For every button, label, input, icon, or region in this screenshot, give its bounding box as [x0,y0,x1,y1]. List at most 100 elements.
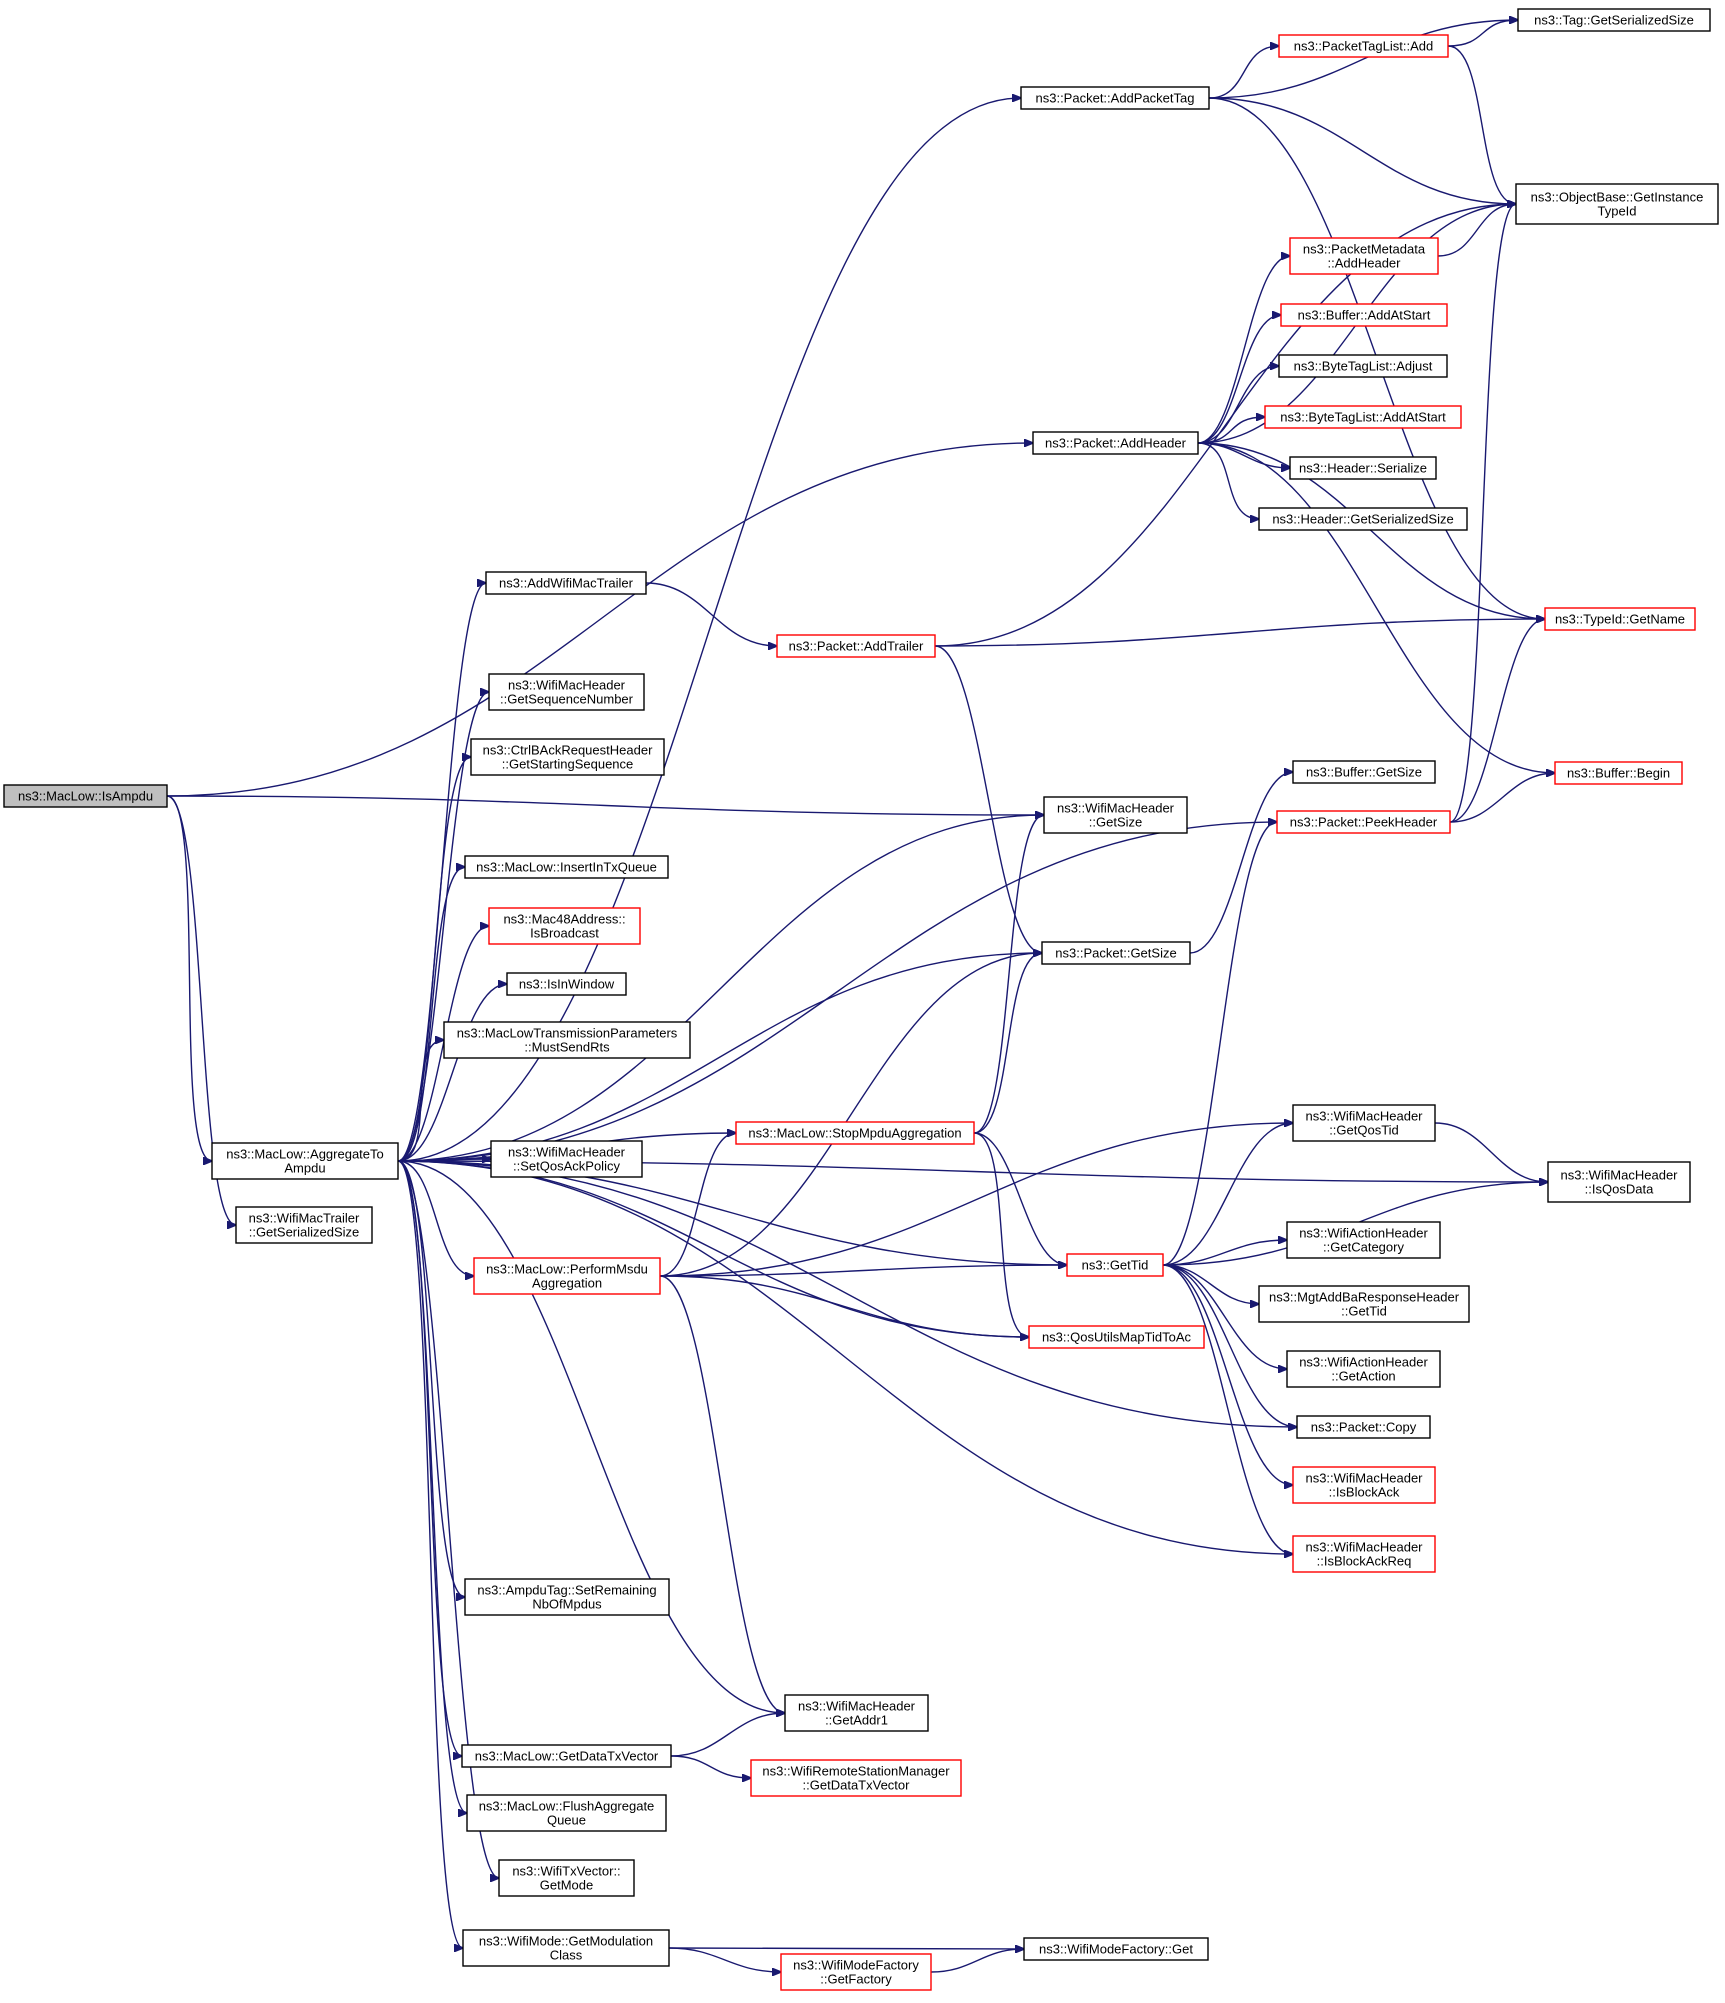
node-label: ns3::ObjectBase::GetInstance [1531,190,1704,205]
node-addpackettag[interactable]: ns3::Packet::AddPacketTag [1020,86,1210,110]
call-edge [397,1160,463,1948]
node-wmh-getseq[interactable]: ns3::WifiMacHeader::GetSequenceNumber [488,673,645,711]
node-addheader[interactable]: ns3::Packet::AddHeader [1032,431,1199,455]
node-wah-getaction[interactable]: ns3::WifiActionHeader::GetAction [1286,1350,1441,1388]
node-wmf-getfactory[interactable]: ns3::WifiModeFactory::GetFactory [780,1953,932,1991]
node-wrsm-getdatatx[interactable]: ns3::WifiRemoteStationManager::GetDataTx… [750,1759,962,1797]
node-box [1296,1415,1431,1439]
node-btl-adjust[interactable]: ns3::ByteTagList::Adjust [1278,354,1448,378]
node-pkt-copy[interactable]: ns3::Packet::Copy [1296,1415,1431,1439]
node-box [1286,1221,1441,1259]
call-edge [397,1160,499,1878]
node-wmh-getqostid[interactable]: ns3::WifiMacHeader::GetQosTid [1292,1104,1436,1142]
node-label: GetMode [540,1878,593,1893]
node-typeid-getname[interactable]: ns3::TypeId::GetName [1544,607,1696,631]
node-wmf-get[interactable]: ns3::WifiModeFactory::Get [1023,1937,1209,1961]
node-label: ns3::Mac48Address:: [503,912,625,927]
node-wmh-isqosdata[interactable]: ns3::WifiMacHeader::IsQosData [1547,1161,1691,1203]
node-box [490,1140,643,1178]
node-label: ns3::WifiMacHeader [798,1699,916,1714]
call-edge [659,1275,1029,1337]
call-edge [397,1160,465,1597]
node-label: ns3::WifiRemoteStationManager [762,1764,950,1779]
node-isinwindow[interactable]: ns3::IsInWindow [506,972,627,996]
call-edge [659,1133,736,1277]
call-edge [934,645,1042,953]
node-box [498,1859,635,1897]
node-add-wifi-trailer[interactable]: ns3::AddWifiMacTrailer [485,571,647,595]
node-wmh-isblockack[interactable]: ns3::WifiMacHeader::IsBlockAck [1292,1466,1436,1504]
node-getaddr1[interactable]: ns3::WifiMacHeader::GetAddr1 [784,1694,929,1732]
node-label: ::GetCategory [1323,1240,1404,1255]
call-edge [659,1123,1293,1277]
node-tag-gss[interactable]: ns3::Tag::GetSerializedSize [1517,8,1711,32]
node-buf-addatstart[interactable]: ns3::Buffer::AddAtStart [1280,303,1448,327]
node-pkt-getsize[interactable]: ns3::Packet::GetSize [1041,941,1191,965]
node-setqosack[interactable]: ns3::WifiMacHeader::SetQosAckPolicy [490,1140,643,1178]
call-edge [645,582,777,646]
node-addtrailer[interactable]: ns3::Packet::AddTrailer [776,634,936,658]
node-btl-addatstart[interactable]: ns3::ByteTagList::AddAtStart [1264,405,1462,429]
node-mustsendrts[interactable]: ns3::MacLowTransmissionParameters::MustS… [443,1021,691,1059]
call-edge [1437,204,1516,257]
node-txvec-getmode[interactable]: ns3::WifiTxVector::GetMode [498,1859,635,1897]
node-label: ns3::MacLow::StopMpduAggregation [748,1126,961,1141]
node-label: ns3::Buffer::GetSize [1306,765,1422,780]
node-hdr-serialize[interactable]: ns3::Header::Serialize [1289,456,1437,480]
call-edge [397,984,507,1162]
node-insertq[interactable]: ns3::MacLow::InsertInTxQueue [464,855,669,879]
node-ctrlback[interactable]: ns3::CtrlBAckRequestHeader::GetStartingS… [470,738,665,776]
node-box [1278,354,1448,378]
node-mgtaddba[interactable]: ns3::MgtAddBaResponseHeader::GetTid [1258,1285,1470,1323]
node-box [1028,1325,1205,1349]
node-pm-addheader[interactable]: ns3::PacketMetadata::AddHeader [1289,237,1439,275]
node-label: ns3::MacLow::GetDataTxVector [475,1749,659,1764]
node-label: ::GetDataTxVector [803,1778,911,1793]
node-box [1292,1466,1436,1504]
node-mac48[interactable]: ns3::Mac48Address::IsBroadcast [488,907,641,945]
node-box [235,1206,373,1244]
node-box [443,1021,691,1059]
node-buf-begin[interactable]: ns3::Buffer::Begin [1554,761,1683,785]
node-box [750,1759,962,1797]
node-wmh-isblockackreq[interactable]: ns3::WifiMacHeader::IsBlockAckReq [1292,1535,1436,1573]
node-hdr-gss[interactable]: ns3::Header::GetSerializedSize [1258,507,1468,531]
node-box [1020,86,1210,110]
node-getdatatx[interactable]: ns3::MacLow::GetDataTxVector [461,1744,672,1768]
node-box [1276,810,1451,834]
node-label: Class [550,1948,583,1963]
node-ptl-add[interactable]: ns3::PacketTagList::Add [1278,34,1449,58]
node-label: ::GetSize [1089,815,1142,830]
call-edge [1447,20,1518,47]
node-wmt-gss[interactable]: ns3::WifiMacTrailer::GetSerializedSize [235,1206,373,1244]
node-root[interactable]: ns3::MacLow::IsAmpdu [3,784,168,808]
node-gettid[interactable]: ns3::GetTid [1066,1253,1164,1277]
node-label: ns3::WifiMacHeader [1057,801,1175,816]
call-edge [1197,442,1259,519]
node-stopmpdu[interactable]: ns3::MacLow::StopMpduAggregation [735,1121,975,1145]
node-label: ns3::Tag::GetSerializedSize [1534,13,1694,28]
node-box [1292,1104,1436,1142]
node-box [1043,796,1188,834]
call-edge [1162,1264,1287,1369]
node-box [1066,1253,1164,1277]
call-edge [934,204,1516,647]
node-peekheader[interactable]: ns3::Packet::PeekHeader [1276,810,1451,834]
node-label: ns3::MacLow::InsertInTxQueue [476,860,657,875]
node-wah-getcat[interactable]: ns3::WifiActionHeader::GetCategory [1286,1221,1441,1259]
call-edge [166,795,236,1225]
node-box [1289,456,1437,480]
call-edge [1434,1122,1548,1182]
node-qosmap[interactable]: ns3::QosUtilsMapTidToAc [1028,1325,1205,1349]
node-label: ns3::Header::GetSerializedSize [1272,512,1453,527]
node-label: ns3::Packet::AddTrailer [789,639,924,654]
node-label: NbOfMpdus [532,1597,602,1612]
node-buf-getsize[interactable]: ns3::Buffer::GetSize [1292,760,1436,784]
node-wmh-getsize[interactable]: ns3::WifiMacHeader::GetSize [1043,796,1188,834]
